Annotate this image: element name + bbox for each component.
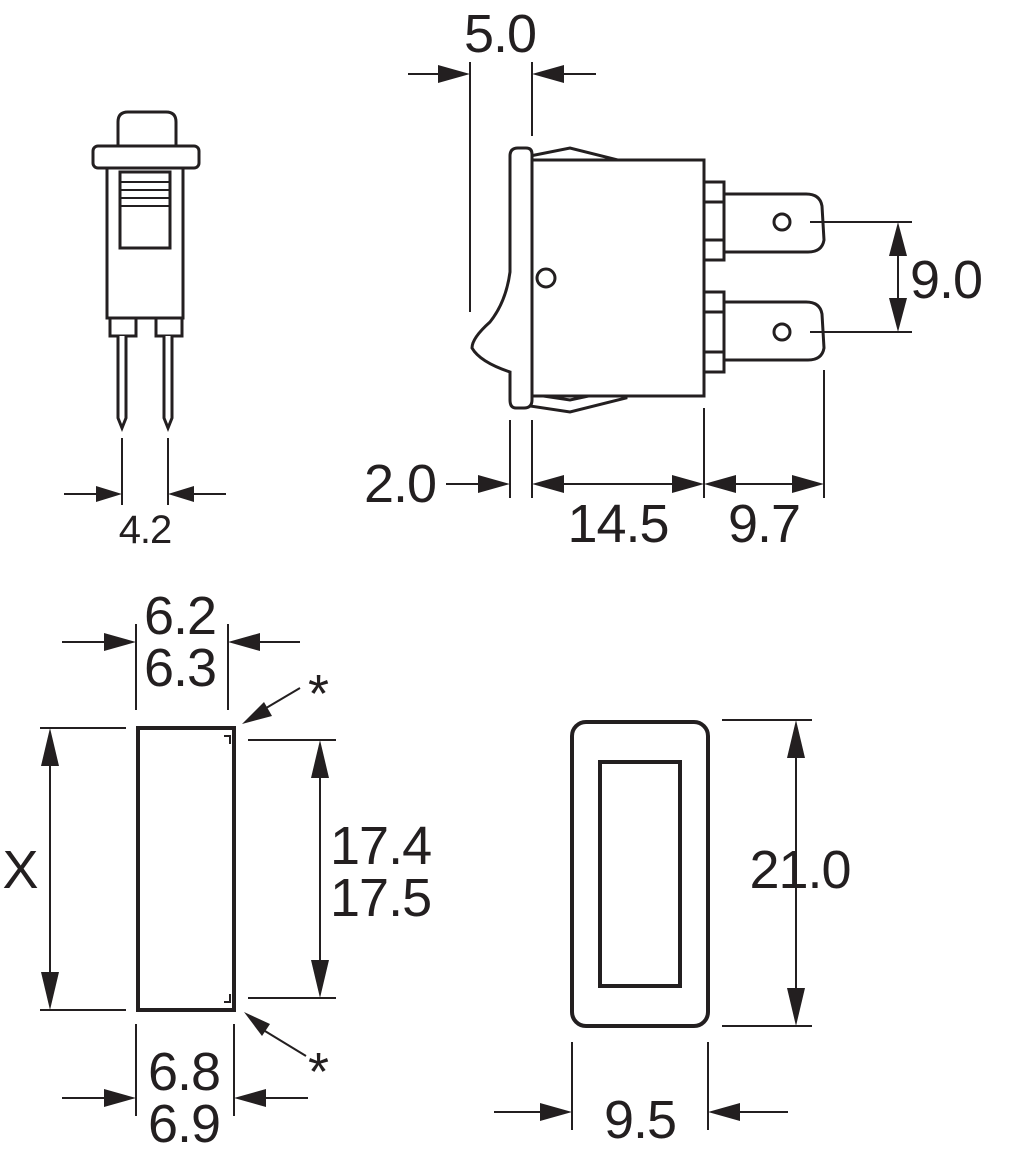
dim-pin-spacing: 4.2: [119, 508, 172, 552]
dim-cutout-width-min: 6.2: [144, 586, 216, 646]
top-flange: [91, 144, 201, 170]
dim-terminal-length: 9.7: [728, 494, 800, 554]
housing: [528, 158, 706, 398]
dim-terminal-pitch: 9.0: [910, 250, 982, 310]
pin-left: [116, 336, 128, 433]
bezel-window: [598, 760, 682, 988]
rocker-bezel: [470, 146, 534, 410]
side-view-rocker: 5.0 9.0 2.0 14.5 9.7: [364, 4, 983, 554]
dim-flange: 2.0: [364, 454, 436, 514]
pin-base-right: [154, 316, 184, 338]
front-bezel-view: 21.0 9.5: [494, 719, 852, 1150]
rocker-dot: [535, 267, 557, 289]
dim-cutout-bottom-min: 6.8: [148, 1042, 220, 1102]
dim-cutout-width-max: 6.3: [144, 638, 216, 698]
dim-cutout-bottom-max: 6.9: [148, 1094, 220, 1154]
window-stripes: [120, 181, 170, 207]
dim-cutout-height-max: 17.5: [330, 868, 431, 928]
actuator-top: [116, 110, 178, 150]
pin-right: [162, 336, 174, 433]
dim-bezel-height: 21.0: [749, 840, 850, 900]
dim-panel-thickness: X: [2, 840, 37, 900]
side-view-pins: 4.2: [64, 110, 226, 552]
cutout-outline: [136, 726, 236, 1012]
panel-cutout-view: 6.2 6.3 * X 17.4 17.5 * 6.8 6.9: [2, 586, 432, 1154]
dim-body-depth: 14.5: [567, 494, 668, 554]
pin-base-left: [108, 316, 138, 338]
bezel-outline: [570, 720, 710, 1028]
dim-cutout-height-min: 17.4: [330, 816, 431, 876]
dim-bezel-width: 9.5: [604, 1090, 676, 1150]
note-marker-bottom: *: [308, 1042, 329, 1102]
note-marker-top: *: [308, 664, 329, 724]
body-window: [118, 170, 172, 250]
dim-bezel-thickness: 5.0: [464, 4, 536, 64]
